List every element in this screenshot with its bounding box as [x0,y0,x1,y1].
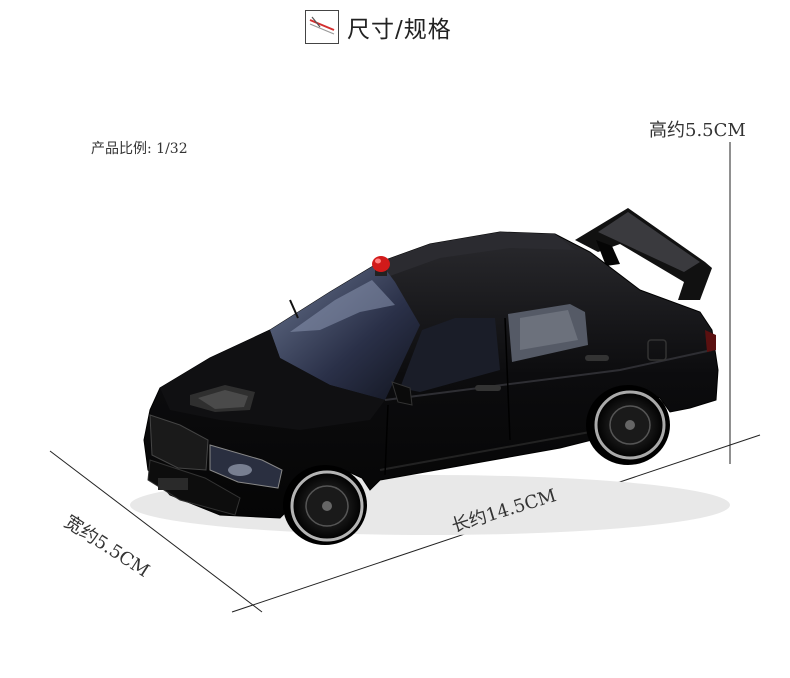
rear-spoiler [575,208,712,300]
width-dimension-line [49,450,263,613]
front-side-window [400,318,500,392]
siren-light [372,256,390,276]
front-wheel [283,465,367,545]
section-header: 尺寸/规格 [305,9,452,45]
rear-wheel [586,385,670,465]
ruler-pencil-icon [305,10,339,44]
front-grille [149,414,209,471]
scale-label: 产品比例: 1/32 [91,141,188,157]
page-title: 尺寸/规格 [347,17,452,43]
height-label: 高约5.5CM [649,120,746,141]
